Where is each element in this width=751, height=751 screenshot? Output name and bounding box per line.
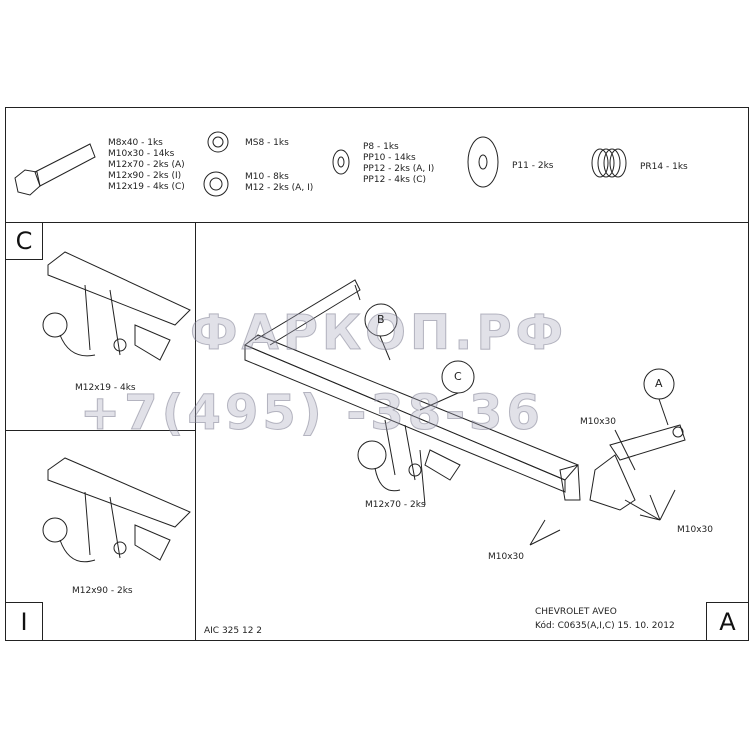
part-label: M12x90 - 2ks (I) <box>108 171 182 181</box>
kit-code: Kód: C0635(A,I,C) 15. 10. 2012 <box>535 621 675 631</box>
m10x30-right-label: M10x30 <box>677 525 713 535</box>
nut-list: M10 - 8ks M12 - 2ks (A, I) <box>245 172 313 194</box>
part-label: M12x70 - 2ks (A) <box>108 160 185 170</box>
parts-panel <box>5 107 749 223</box>
variant-a-label: A <box>706 602 749 641</box>
washer-list: P8 - 1ks PP10 - 14ks PP12 - 2ks (A, I) P… <box>363 142 434 186</box>
callout-b: B <box>377 313 385 326</box>
part-label: M10 - 8ks <box>245 172 289 182</box>
part-label: M10x30 - 14ks <box>108 149 175 159</box>
towbar-c-drawing <box>42 251 191 361</box>
m10x30-top-label: M10x30 <box>580 417 616 427</box>
variant-i-label: I <box>5 602 43 641</box>
m10x30-left-label: M10x30 <box>488 552 524 562</box>
watermark: ФАРКОП.РФ <box>189 305 568 362</box>
towbar-main-drawing <box>244 279 686 546</box>
part-label: MS8 - 1ks <box>245 138 289 148</box>
i-bolt-label: M12x90 - 2ks <box>72 586 133 596</box>
model-name: CHEVROLET AVEO <box>535 607 617 617</box>
spring-icon <box>591 148 627 178</box>
callout-a: A <box>655 377 663 390</box>
variant-c-label: C <box>5 222 43 260</box>
c-bolt-label: M12x19 - 4ks <box>75 383 136 393</box>
bolt-icon <box>14 143 96 196</box>
watermark-phone: +7(495) -38-36 <box>80 385 544 442</box>
washer-icon <box>332 136 499 188</box>
part-label: PR14 - 1ks <box>640 162 688 172</box>
nut-icon <box>203 131 229 197</box>
m12x70-label: M12x70 - 2ks <box>365 500 426 510</box>
part-label: M12 - 2ks (A, I) <box>245 183 314 193</box>
part-label: M12x19 - 4ks (C) <box>108 182 185 192</box>
part-label: PP12 - 2ks (A, I) <box>363 164 435 174</box>
part-label: M8x40 - 1ks <box>108 138 163 148</box>
part-label: P11 - 2ks <box>512 161 554 171</box>
callout-c: C <box>454 370 462 383</box>
part-label: PP10 - 14ks <box>363 153 416 163</box>
drawing-number: AIC 325 12 2 <box>204 626 263 636</box>
towbar-i-drawing <box>42 457 191 563</box>
bolt-list: M8x40 - 1ks M10x30 - 14ks M12x70 - 2ks (… <box>108 138 185 193</box>
variant-i-panel <box>5 430 196 641</box>
part-label: PP12 - 4ks (C) <box>363 175 427 185</box>
part-label: P8 - 1ks <box>363 142 399 152</box>
